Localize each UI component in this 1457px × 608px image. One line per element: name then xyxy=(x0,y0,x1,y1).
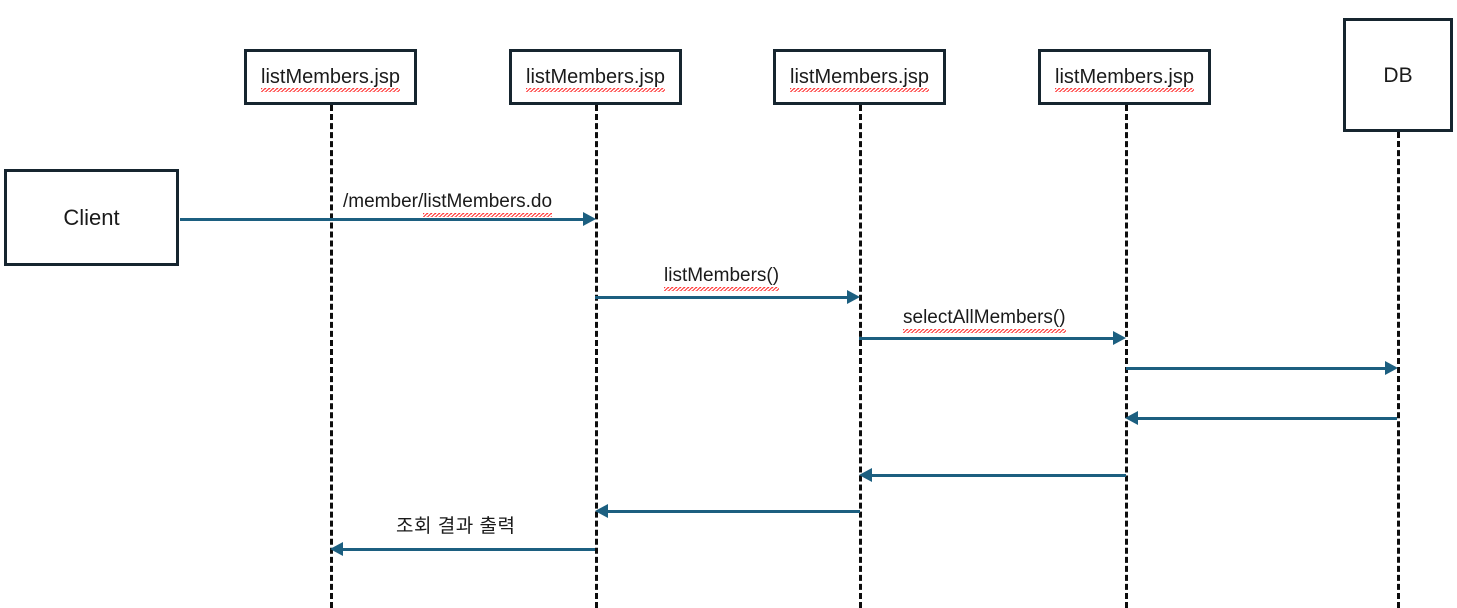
lifeline-db xyxy=(1397,132,1400,608)
message-arrowhead-m5 xyxy=(1125,411,1138,425)
message-label-m2: listMembers() xyxy=(664,266,779,285)
message-label-m1-misspelled: listMembers.do xyxy=(423,191,553,212)
message-line-m2[interactable] xyxy=(595,296,847,299)
message-label-m8: 조회 결과 출력 xyxy=(396,516,516,537)
message-line-m3[interactable] xyxy=(859,337,1113,340)
lifeline-jsp2 xyxy=(595,105,598,608)
participant-box-client[interactable]: Client xyxy=(4,169,179,266)
message-arrowhead-m2 xyxy=(847,290,860,304)
participant-label-jsp3: listMembers.jsp xyxy=(790,66,929,92)
lifeline-jsp3 xyxy=(859,105,862,608)
message-arrowhead-m8 xyxy=(330,542,343,556)
message-line-m8[interactable] xyxy=(343,548,595,551)
participant-box-jsp2[interactable]: listMembers.jsp xyxy=(509,49,682,105)
participant-label-db: DB xyxy=(1383,63,1413,87)
message-line-m6[interactable] xyxy=(872,474,1126,477)
participant-box-jsp4[interactable]: listMembers.jsp xyxy=(1038,49,1211,105)
message-arrowhead-m6 xyxy=(859,468,872,482)
message-line-m5[interactable] xyxy=(1138,417,1397,420)
message-line-m7[interactable] xyxy=(608,510,860,513)
lifeline-jsp4 xyxy=(1125,105,1128,608)
message-label-m3: selectAllMembers() xyxy=(903,308,1066,327)
message-label-m1-prefix: /member/ xyxy=(343,191,424,212)
participant-label-jsp4: listMembers.jsp xyxy=(1055,66,1194,92)
message-label-m2-misspelled: listMembers() xyxy=(664,265,780,286)
lifeline-jsp1 xyxy=(330,105,333,608)
participant-box-jsp1[interactable]: listMembers.jsp xyxy=(244,49,417,105)
message-line-m1[interactable] xyxy=(180,218,583,221)
participant-box-db[interactable]: DB xyxy=(1343,18,1453,132)
message-arrowhead-m7 xyxy=(595,504,608,518)
message-arrowhead-m4 xyxy=(1385,361,1398,375)
participant-label-jsp2: listMembers.jsp xyxy=(526,66,665,92)
message-label-m1: /member/listMembers.do xyxy=(343,192,552,211)
message-label-m3-misspelled: selectAllMembers() xyxy=(903,307,1066,328)
participant-label-client: Client xyxy=(63,204,120,230)
message-line-m4[interactable] xyxy=(1126,367,1385,370)
message-arrowhead-m1 xyxy=(583,212,596,226)
participant-label-jsp1: listMembers.jsp xyxy=(261,66,400,92)
message-arrowhead-m3 xyxy=(1113,331,1126,345)
participant-box-jsp3[interactable]: listMembers.jsp xyxy=(773,49,946,105)
